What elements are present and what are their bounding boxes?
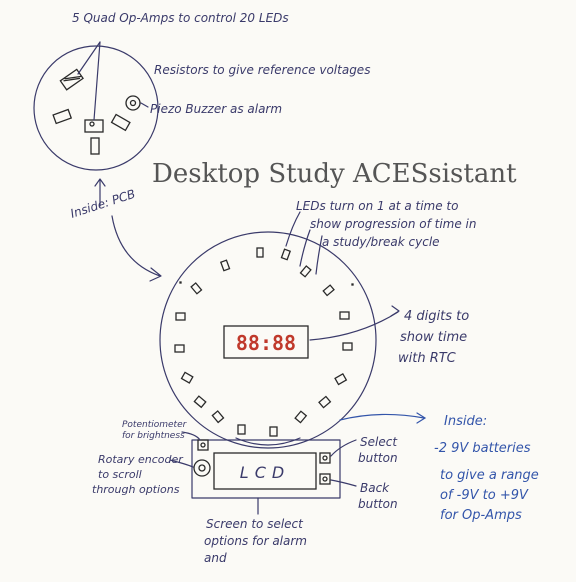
back-button-dot bbox=[322, 476, 328, 482]
select-label-line1: Select bbox=[360, 435, 398, 449]
rotary-label-line1: Rotary encoder bbox=[98, 453, 184, 466]
leds-label-line3: a study/break cycle bbox=[322, 235, 440, 249]
leds-pointer-2 bbox=[299, 229, 311, 267]
screen-label-line2: options for alarm bbox=[204, 534, 307, 548]
back-pointer bbox=[330, 479, 357, 487]
back-label-line1: Back bbox=[360, 481, 390, 495]
device-body bbox=[159, 231, 377, 449]
digits-label-line1: 4 digits to bbox=[404, 309, 469, 324]
select-label-line2: button bbox=[358, 451, 398, 465]
rotary-label-line3: through options bbox=[92, 483, 180, 496]
pot-label-line2: for brightness bbox=[122, 431, 185, 441]
inside-pcb-label: Inside: PCB bbox=[69, 187, 137, 221]
display-time: 88:88 bbox=[236, 331, 296, 355]
rotary-encoder-center bbox=[198, 464, 206, 472]
inside-label-line1: Inside: bbox=[444, 414, 487, 429]
inside-label-line4: of -9V to +9V bbox=[440, 488, 529, 503]
base: LCD bbox=[191, 439, 341, 499]
lcd-label: LCD bbox=[240, 463, 290, 482]
pcb-down-arrow-shaft bbox=[111, 215, 161, 277]
select-button[interactable] bbox=[319, 452, 331, 464]
pcb-down-arrow-head bbox=[149, 267, 162, 282]
led-11 bbox=[180, 371, 194, 384]
rotary-encoder[interactable] bbox=[193, 459, 211, 477]
seven-segment-display bbox=[223, 325, 309, 359]
led-1 bbox=[219, 259, 231, 272]
pcb-up-arrow-head bbox=[94, 178, 106, 187]
piezo-buzzer-center bbox=[129, 99, 137, 107]
leds-label-line1: LEDs turn on 1 at a time to bbox=[296, 199, 458, 213]
led-15 bbox=[211, 410, 225, 424]
pcb-inset bbox=[33, 41, 159, 171]
select-pointer bbox=[330, 439, 357, 457]
select-button-dot bbox=[322, 455, 328, 461]
led-14 bbox=[318, 395, 332, 409]
back-label-line2: button bbox=[358, 497, 398, 511]
led-13 bbox=[193, 395, 207, 409]
inside-pointer bbox=[339, 413, 425, 421]
rotary-pointer bbox=[169, 459, 194, 468]
led-5 bbox=[190, 282, 203, 295]
device: 88:88 bbox=[159, 231, 377, 449]
back-button[interactable] bbox=[319, 473, 331, 485]
led-3 bbox=[280, 248, 292, 261]
page-title: Desktop Study ACESsistant bbox=[152, 159, 517, 189]
pot-pointer bbox=[181, 431, 201, 441]
leds-label-line2: show progression of time in bbox=[310, 217, 477, 231]
potentiometer-knob bbox=[200, 442, 206, 448]
led-ring bbox=[174, 247, 354, 437]
led-8 bbox=[339, 311, 350, 320]
base-body bbox=[191, 439, 341, 499]
led-4 bbox=[299, 265, 312, 278]
piezo-label: Piezo Buzzer as alarm bbox=[150, 102, 282, 116]
op-amp-chip-1 bbox=[59, 68, 84, 91]
resistor-1 bbox=[52, 108, 73, 125]
resistors-label: Resistors to give reference voltages bbox=[154, 63, 370, 77]
op-amp-pointer-2 bbox=[93, 41, 101, 121]
led-17 bbox=[237, 424, 246, 435]
op-amp-pointer-1 bbox=[77, 41, 101, 75]
digits-label-line3: with RTC bbox=[398, 351, 457, 366]
leds-pointer-3 bbox=[315, 235, 323, 275]
rotary-label-line2: to scroll bbox=[98, 468, 142, 481]
device-neck bbox=[235, 437, 301, 446]
screen-label-line3: and bbox=[204, 551, 227, 565]
piezo-pointer bbox=[140, 102, 149, 108]
piezo-buzzer bbox=[125, 95, 141, 111]
op-amps-label: 5 Quad Op-Amps to control 20 LEDs bbox=[72, 11, 289, 25]
led-7 bbox=[175, 312, 186, 321]
led-9 bbox=[174, 344, 185, 353]
leds-pointer-1 bbox=[285, 211, 301, 247]
led-12 bbox=[334, 373, 348, 386]
resistor-2 bbox=[110, 113, 131, 132]
led-6 bbox=[322, 284, 335, 297]
digits-pointer bbox=[309, 311, 399, 341]
inside-pointer-head bbox=[416, 412, 427, 424]
led-2 bbox=[256, 247, 264, 258]
digits-label-line2: show time bbox=[400, 330, 467, 345]
led-10 bbox=[342, 342, 353, 351]
led-19 bbox=[179, 281, 182, 284]
pot-label-line1: Potentiometer bbox=[122, 420, 188, 430]
lcd-screen bbox=[213, 452, 317, 490]
led-18 bbox=[269, 426, 278, 437]
op-amp-chip-2-dot bbox=[89, 121, 95, 127]
op-amp-chip-2 bbox=[84, 119, 104, 133]
pcb-outline bbox=[33, 45, 159, 171]
screen-label-line1: Screen to select bbox=[206, 517, 304, 531]
inside-label-line3: to give a range bbox=[440, 468, 539, 483]
resistor-3 bbox=[90, 137, 100, 155]
led-20 bbox=[351, 283, 354, 286]
digits-pointer-head bbox=[390, 305, 400, 317]
inside-label-line5: for Op-Amps bbox=[440, 508, 522, 523]
led-16 bbox=[294, 410, 308, 424]
potentiometer[interactable] bbox=[197, 439, 209, 451]
inside-label-line2: -2 9V batteries bbox=[434, 441, 531, 456]
